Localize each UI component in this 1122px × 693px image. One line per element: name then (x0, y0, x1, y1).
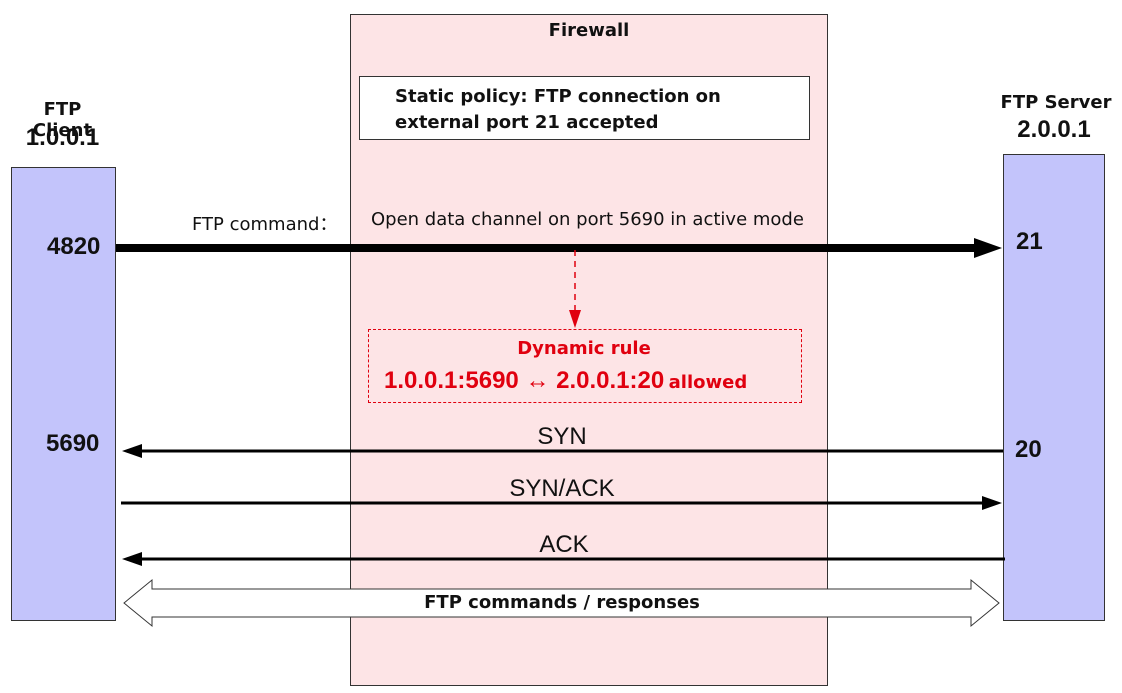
client-ip: 1.0.0.1 (25, 124, 100, 151)
dynamic-rule-endpoints: 1.0.0.1:5690 ↔ 2.0.0.1:20 (384, 367, 665, 394)
syn-ack-arrow (121, 496, 1002, 510)
dynamic-rule-status: allowed (668, 372, 748, 393)
server-ip: 2.0.0.1 (1017, 116, 1091, 143)
dynamic-rule-arrow (569, 250, 581, 328)
ack-arrow (122, 552, 1005, 566)
client-command-port: 4820 (47, 233, 101, 260)
client-data-port: 5690 (46, 430, 100, 457)
command-label: FTP command： (192, 214, 338, 235)
syn-label: SYN (537, 423, 587, 450)
syn-arrow (122, 444, 1003, 458)
bidirectional-arrow (123, 578, 1000, 628)
server-data-port: 20 (1015, 436, 1042, 463)
dynamic-rule-box (368, 329, 802, 403)
bidirectional-label: FTP commands / responses (424, 592, 700, 613)
ack-label: ACK (539, 531, 589, 558)
static-policy-box (359, 76, 810, 140)
dynamic-rule-line: 1.0.0.1:5690 ↔ 2.0.0.1:20 allowed (384, 367, 747, 395)
client-name: FTP Client (32, 99, 93, 141)
syn-ack-label: SYN/ACK (509, 475, 615, 502)
static-policy-text: Static policy: FTP connection on externa… (395, 86, 721, 133)
server-lifeline (1003, 154, 1105, 621)
firewall-title: Firewall (548, 20, 630, 41)
command-text: Open data channel on port 5690 in active… (371, 209, 804, 230)
command-arrow (116, 238, 1002, 258)
dynamic-rule-title: Dynamic rule (517, 338, 651, 359)
server-name: FTP Server (1000, 92, 1112, 113)
server-command-port: 21 (1016, 228, 1043, 255)
client-lifeline (11, 167, 116, 621)
